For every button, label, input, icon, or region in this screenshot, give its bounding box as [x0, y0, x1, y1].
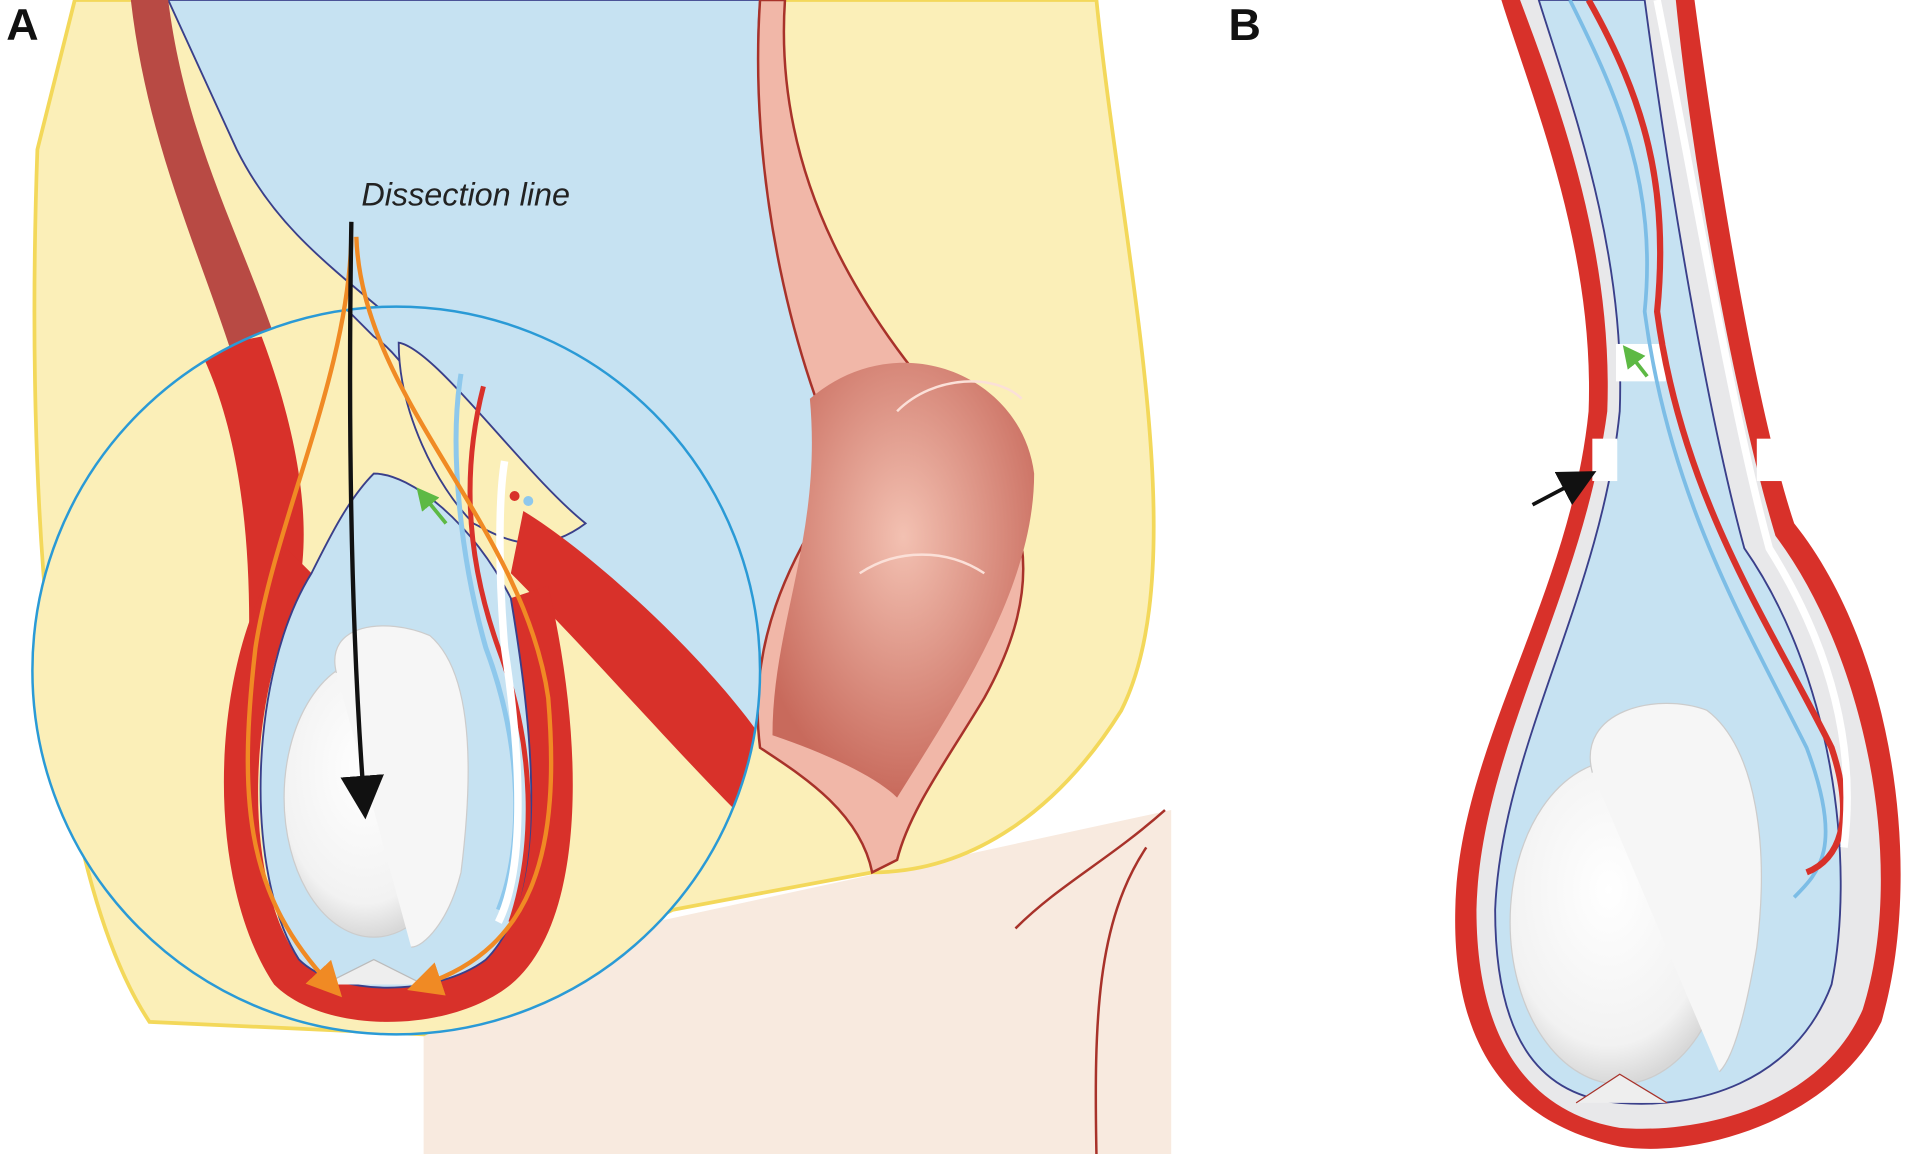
green-arrow-a — [416, 487, 448, 525]
dissection-line-label: Dissection line — [361, 177, 570, 213]
panel-b-label: B — [1229, 0, 1261, 50]
magnification-circle — [31, 305, 762, 1036]
panel-b: B — [1229, 0, 1901, 1149]
orange-path-right — [354, 236, 554, 996]
magnified-view — [32, 306, 761, 1035]
orange-path-left — [245, 236, 354, 998]
green-arrow-b — [1622, 345, 1649, 378]
thigh-skin — [423, 810, 1172, 1154]
epididymis — [334, 625, 469, 948]
epididymis-b — [1589, 702, 1762, 1073]
black-arrow-b — [1531, 471, 1597, 507]
panel-a-label: A — [6, 0, 38, 50]
panel-a: Dissection line A — [6, 0, 1172, 1154]
abdominal-muscle — [130, 0, 287, 412]
scrotal-wall — [223, 548, 573, 1022]
dissection-line — [340, 221, 384, 820]
